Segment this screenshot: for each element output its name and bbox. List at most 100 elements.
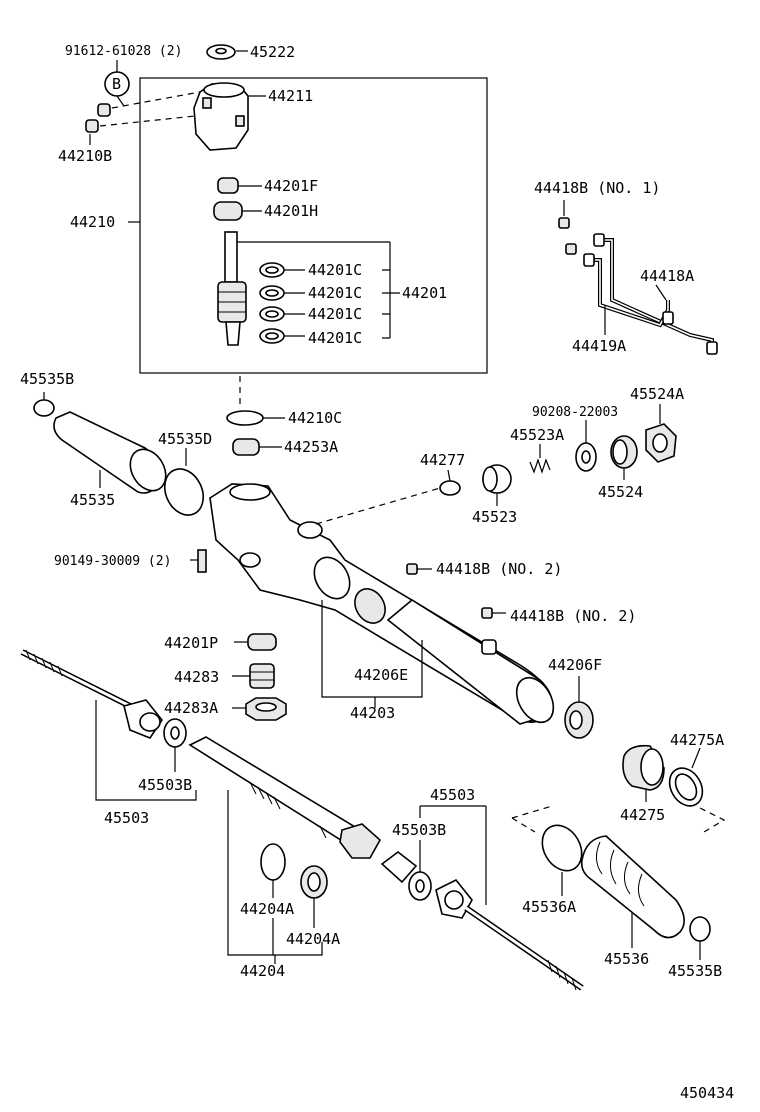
part-90208-washer-hole [581,450,591,464]
label-44277: 44277 [420,451,465,469]
dash-housing-to-44277 [315,487,441,525]
valve-group-box [139,77,488,374]
label-45535b-top: 45535B [20,370,74,388]
part-44201h-seal [213,201,243,221]
label-45536: 45536 [604,950,649,968]
part-pipe-flare-1 [593,233,605,247]
dash-nut-to-housing-1 [111,91,201,109]
part-44210c-oring [226,410,264,426]
part-44204-rack-teeth [249,781,327,839]
part-44419a-pipe-2-core [592,259,669,326]
part-44419a-pipe-1 [600,238,714,350]
label-44201: 44201 [402,284,447,302]
label-44201h: 44201H [264,202,318,220]
label-44201c-4: 44201C [308,329,362,347]
part-45523-yoke-face [482,466,498,492]
label-45503-left: 45503 [104,809,149,827]
label-44201c-2: 44201C [308,284,362,302]
part-44203-tube-end [313,556,351,600]
part-44206e-bushing [354,588,386,624]
label-diagram-id: 450434 [680,1084,734,1102]
part-45503b-cover-left-hole [170,726,180,740]
part-44253a-bearing [232,438,260,456]
part-pipe-flare-2 [583,253,595,267]
label-44210c: 44210C [288,409,342,427]
label-44418a: 44418A [640,267,694,285]
label-44201p: 44201P [164,634,218,652]
part-45503-ball-joint-right-face [444,890,464,910]
leader-circle-b [116,95,125,107]
leader-44418a [655,284,667,301]
label-44275a: 44275A [670,731,724,749]
part-44418b-no1-fitting-1 [558,217,570,229]
part-45503-tie-rod-end-right-core [465,906,583,990]
part-44204-inner-joint [380,850,418,884]
part-45523a-spring [529,458,551,474]
part-44211-port-1 [202,97,212,109]
label-45222: 45222 [250,43,295,61]
part-44201p-seal [247,633,277,651]
label-44211: 44211 [268,87,313,105]
part-45535d-ring [163,468,205,516]
label-circle-b: B [112,75,121,93]
label-45535b-bottom: 45535B [668,962,722,980]
label-45523a: 45523A [510,426,564,444]
bracket-45503-right [419,805,487,905]
label-44203: 44203 [350,704,395,722]
label-45524: 45524 [598,483,643,501]
part-45535b-clamp-top [33,399,55,417]
part-44419a-pipe-1-core [600,239,713,350]
part-44211-top [203,82,245,98]
label-44418b-no1: 44418B (NO. 1) [534,179,660,197]
part-44283a-hole [255,702,277,712]
part-44204a-oring [260,843,286,881]
part-45503-thread-right [547,959,577,991]
part-44201c-seal-2-inner [265,289,279,297]
part-44204-rack [188,736,362,843]
part-44283-plug [249,663,275,689]
label-44210b: 44210B [58,147,112,165]
leader-44275a [691,747,701,769]
bracket-44203 [321,600,423,708]
part-44201f-seal [217,177,239,194]
part-44201-pinion [225,321,241,346]
label-44204a-1: 44204A [240,900,294,918]
label-44418b-no2b: 44418B (NO. 2) [510,607,636,625]
label-45503b-right: 45503B [392,821,446,839]
part-pipe-flare-3 [706,341,718,355]
part-44203-cylinder-end [515,676,555,724]
label-44201c-3: 44201C [308,305,362,323]
bracket-44201 [382,242,400,339]
part-90149-bolt [197,549,207,573]
dash-right-group [511,805,726,833]
part-44203-valve-mount [229,483,271,501]
part-44201-valve-shaft [224,231,238,283]
part-45503-ball-joint-left-face [139,712,161,732]
part-44418b-no2-port [481,639,497,655]
label-44201c-1: 44201C [308,261,362,279]
dash-nut-to-housing-2 [99,115,196,127]
label-44204a-2: 44204A [286,930,340,948]
label-90208: 90208-22003 [532,405,618,420]
label-45536a: 45536A [522,898,576,916]
part-44418a-fitting [662,311,674,325]
part-44201c-seal-4-inner [265,332,279,340]
label-45535d: 45535D [158,430,212,448]
part-45222-hole [215,47,227,55]
part-45535b-clamp-bottom [689,916,711,942]
bracket-45503-left [95,700,197,801]
part-44418b-no2-fitting-b [481,607,493,619]
label-45535: 45535 [70,491,115,509]
part-44203-side-port [297,521,323,539]
part-44277-plug [439,480,461,496]
part-44418b-no2-fitting-a [406,563,418,575]
leader-44277 [447,469,451,482]
part-44206f-bushing-hole [569,710,583,730]
label-91612: 91612-61028 (2) [65,44,182,59]
label-44206e: 44206E [354,666,408,684]
dash-right-group-left [511,817,536,833]
label-44283: 44283 [174,668,219,686]
label-45523: 45523 [472,508,517,526]
part-45536-boot-ribs [596,841,645,907]
